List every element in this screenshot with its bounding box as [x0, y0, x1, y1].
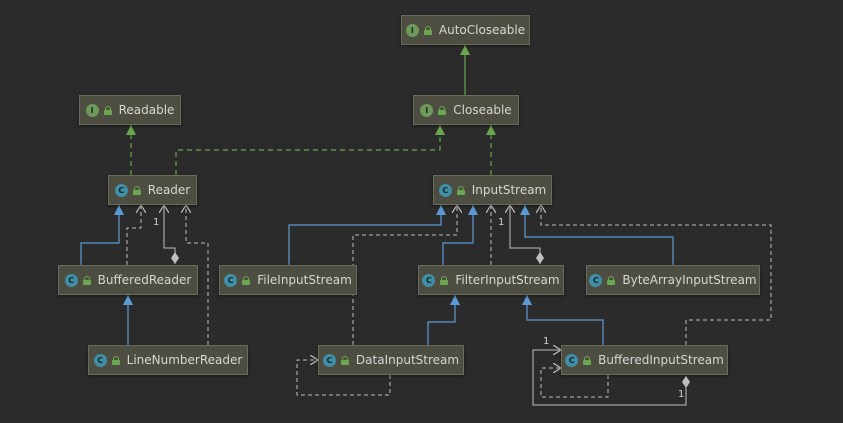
- node-linenumberreader[interactable]: C LineNumberReader: [88, 345, 248, 375]
- node-bufferedinputstream[interactable]: C BufferedInputStream: [561, 345, 728, 375]
- public-lock-icon: [242, 275, 251, 285]
- edge-reader-closeable: [175, 125, 445, 175]
- interface-icon: I: [85, 103, 99, 117]
- node-label: Reader: [147, 183, 191, 197]
- class-icon: C: [322, 353, 336, 367]
- public-lock-icon: [583, 355, 592, 365]
- public-lock-icon: [423, 25, 432, 35]
- public-lock-icon: [82, 275, 91, 285]
- edge-datainputstream-filterinputstream: [427, 295, 460, 345]
- edge-bufferedinputstream-dep-inputstream: [541, 205, 772, 345]
- class-icon: C: [224, 273, 238, 287]
- edge-bytearrayinputstream-inputstream: [520, 205, 674, 265]
- node-bufferedreader[interactable]: C BufferedReader: [58, 265, 198, 295]
- public-lock-icon: [340, 355, 349, 365]
- node-label: LineNumberReader: [126, 353, 243, 367]
- public-lock-icon: [111, 355, 120, 365]
- node-label: ByteArrayInputStream: [622, 273, 757, 287]
- node-readable[interactable]: I Readable: [79, 95, 181, 125]
- class-icon: C: [114, 183, 128, 197]
- edge-bufferedinputstream-self-dep: [540, 368, 609, 398]
- class-icon: C: [589, 273, 603, 287]
- edge-linenumberreader-dep-reader: [186, 205, 209, 345]
- class-icon: C: [93, 353, 107, 367]
- edge-datainputstream-self: [296, 360, 391, 396]
- class-icon: C: [565, 353, 579, 367]
- multiplicity-inputstream: 1: [498, 217, 505, 228]
- public-lock-icon: [607, 275, 616, 285]
- node-label: BufferedReader: [97, 273, 192, 287]
- node-fileinputstream[interactable]: C FileInputStream: [219, 265, 357, 295]
- public-lock-icon: [132, 185, 141, 195]
- multiplicity-bufferedinputstream-bottom: 1: [678, 389, 685, 400]
- edge-bufferedinputstream-self-assoc: [532, 350, 686, 406]
- node-bytearrayinputstream[interactable]: C ByteArrayInputStream: [586, 265, 760, 295]
- public-lock-icon: [103, 105, 112, 115]
- node-label: DataInputStream: [355, 353, 460, 367]
- multiplicity-bufferedinputstream-top: 1: [543, 336, 550, 347]
- node-label: FileInputStream: [257, 273, 352, 287]
- node-label: Closeable: [453, 103, 512, 117]
- public-lock-icon: [440, 275, 449, 285]
- node-closeable[interactable]: I Closeable: [413, 95, 519, 125]
- edge-filterinputstream-agg-inputstream: [510, 205, 540, 264]
- node-label: InputStream: [471, 183, 547, 197]
- node-inputstream[interactable]: C InputStream: [433, 175, 552, 205]
- public-lock-icon: [438, 105, 447, 115]
- node-label: BufferedInputStream: [598, 353, 724, 367]
- node-label: AutoCloseable: [438, 23, 526, 37]
- interface-icon: I: [405, 23, 419, 37]
- edge-fileinputstream-inputstream: [288, 205, 446, 265]
- edge-bufferedinputstream-filterinputstream: [522, 295, 604, 345]
- node-label: FilterInputStream: [455, 273, 560, 287]
- edge-filterinputstream-inputstream: [442, 205, 478, 265]
- class-icon: C: [438, 183, 452, 197]
- multiplicity-reader: 1: [153, 217, 160, 228]
- edge-bufferedreader-dep-reader: [126, 205, 141, 265]
- node-autocloseable[interactable]: I AutoCloseable: [401, 15, 530, 45]
- node-filterinputstream[interactable]: C FilterInputStream: [418, 265, 564, 295]
- interface-icon: I: [420, 103, 434, 117]
- public-lock-icon: [456, 185, 465, 195]
- class-icon: C: [64, 273, 78, 287]
- node-label: Readable: [118, 103, 175, 117]
- edge-bufferedreader-reader: [80, 205, 124, 265]
- class-icon: C: [422, 273, 436, 287]
- node-reader[interactable]: C Reader: [108, 175, 197, 205]
- edge-datainputstream-dep-inputstream: [352, 205, 457, 345]
- edge-bufferedreader-agg-reader: [164, 205, 175, 264]
- node-datainputstream[interactable]: C DataInputStream: [318, 345, 464, 375]
